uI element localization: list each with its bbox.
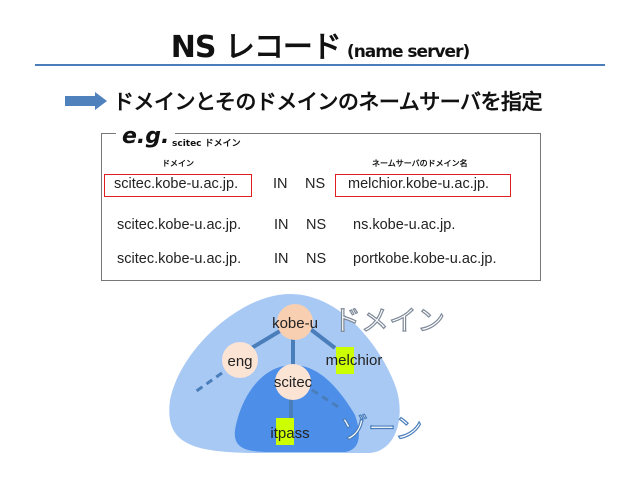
zone-label: ゾーン (340, 412, 423, 445)
label-itpass: itpass (270, 425, 309, 442)
domain-zone-diagram: kobe-u eng scitec melchior itpass ドメイン ゾ… (169, 294, 446, 453)
row-1-domain: scitec.kobe-u.ac.jp. (114, 176, 239, 192)
domain-highlight-box (104, 174, 252, 197)
headline: ドメインとそのドメインのネームサーバを指定 (113, 90, 543, 114)
column-label-nameserver: ネームサーバのドメイン名 (372, 159, 468, 168)
node-scitec (275, 364, 311, 400)
row-2-class: IN (274, 217, 289, 233)
row-1-class: IN (273, 176, 288, 192)
highlight-melchior (336, 347, 354, 374)
example-box (101, 133, 541, 281)
title-main: NS レコード (170, 30, 342, 65)
label-melchior: melchior (326, 352, 383, 369)
row-3-ns: portkobe.kobe-u.ac.jp. (353, 251, 497, 267)
row-3-class: IN (274, 251, 289, 267)
title-divider (35, 64, 605, 66)
column-label-domain: ドメイン (162, 159, 194, 168)
slide-title: NS レコード(name server) (0, 22, 640, 66)
row-1-type: NS (305, 176, 326, 192)
eg-sub-label: scitec ドメイン (170, 136, 247, 149)
domain-label: ドメイン (333, 304, 445, 337)
row-3-type: NS (306, 251, 327, 267)
row-1-ns: melchior.kobe-u.ac.jp. (348, 176, 490, 192)
label-eng: eng (227, 353, 252, 370)
zone-area (234, 365, 359, 452)
row-2-domain: scitec.kobe-u.ac.jp. (117, 217, 242, 233)
highlight-itpass (276, 418, 294, 445)
eg-label: e.g. (116, 124, 176, 149)
row-2-ns: ns.kobe-u.ac.jp. (353, 217, 456, 233)
arrow-right-icon (65, 92, 107, 110)
row-2-type: NS (306, 217, 327, 233)
label-kobe-u: kobe-u (272, 315, 318, 332)
node-kobe-u (277, 304, 313, 340)
label-scitec: scitec (274, 374, 313, 391)
node-eng (222, 342, 258, 378)
row-3-domain: scitec.kobe-u.ac.jp. (117, 251, 242, 267)
title-sub: (name server) (346, 42, 470, 62)
nameserver-highlight-box (335, 174, 511, 197)
